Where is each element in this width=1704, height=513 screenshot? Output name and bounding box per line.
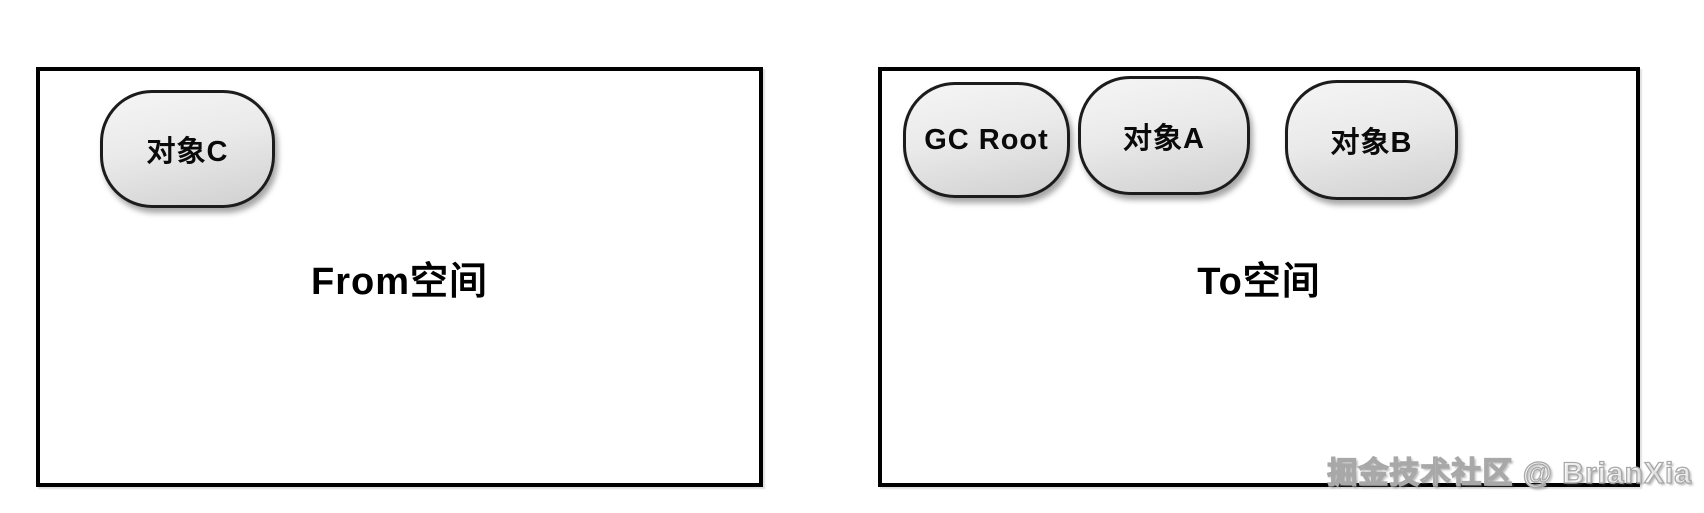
node-object-c-label: 对象C [146, 136, 229, 168]
to-space-box: To空间 GC Root 对象A 对象B [878, 67, 1640, 487]
node-object-b: 对象B [1285, 80, 1458, 200]
node-gc-root-label: GC Root [924, 123, 1049, 156]
node-object-c: 对象C [100, 90, 275, 208]
watermark: 掘金技术社区 @ BrianXia [1327, 456, 1692, 490]
node-object-a: 对象A [1078, 76, 1250, 195]
node-object-b-label: 对象B [1330, 127, 1413, 159]
node-gc-root: GC Root [903, 82, 1070, 198]
from-space-box: From空间 对象C [36, 67, 763, 487]
node-object-a-label: 对象A [1123, 122, 1205, 155]
